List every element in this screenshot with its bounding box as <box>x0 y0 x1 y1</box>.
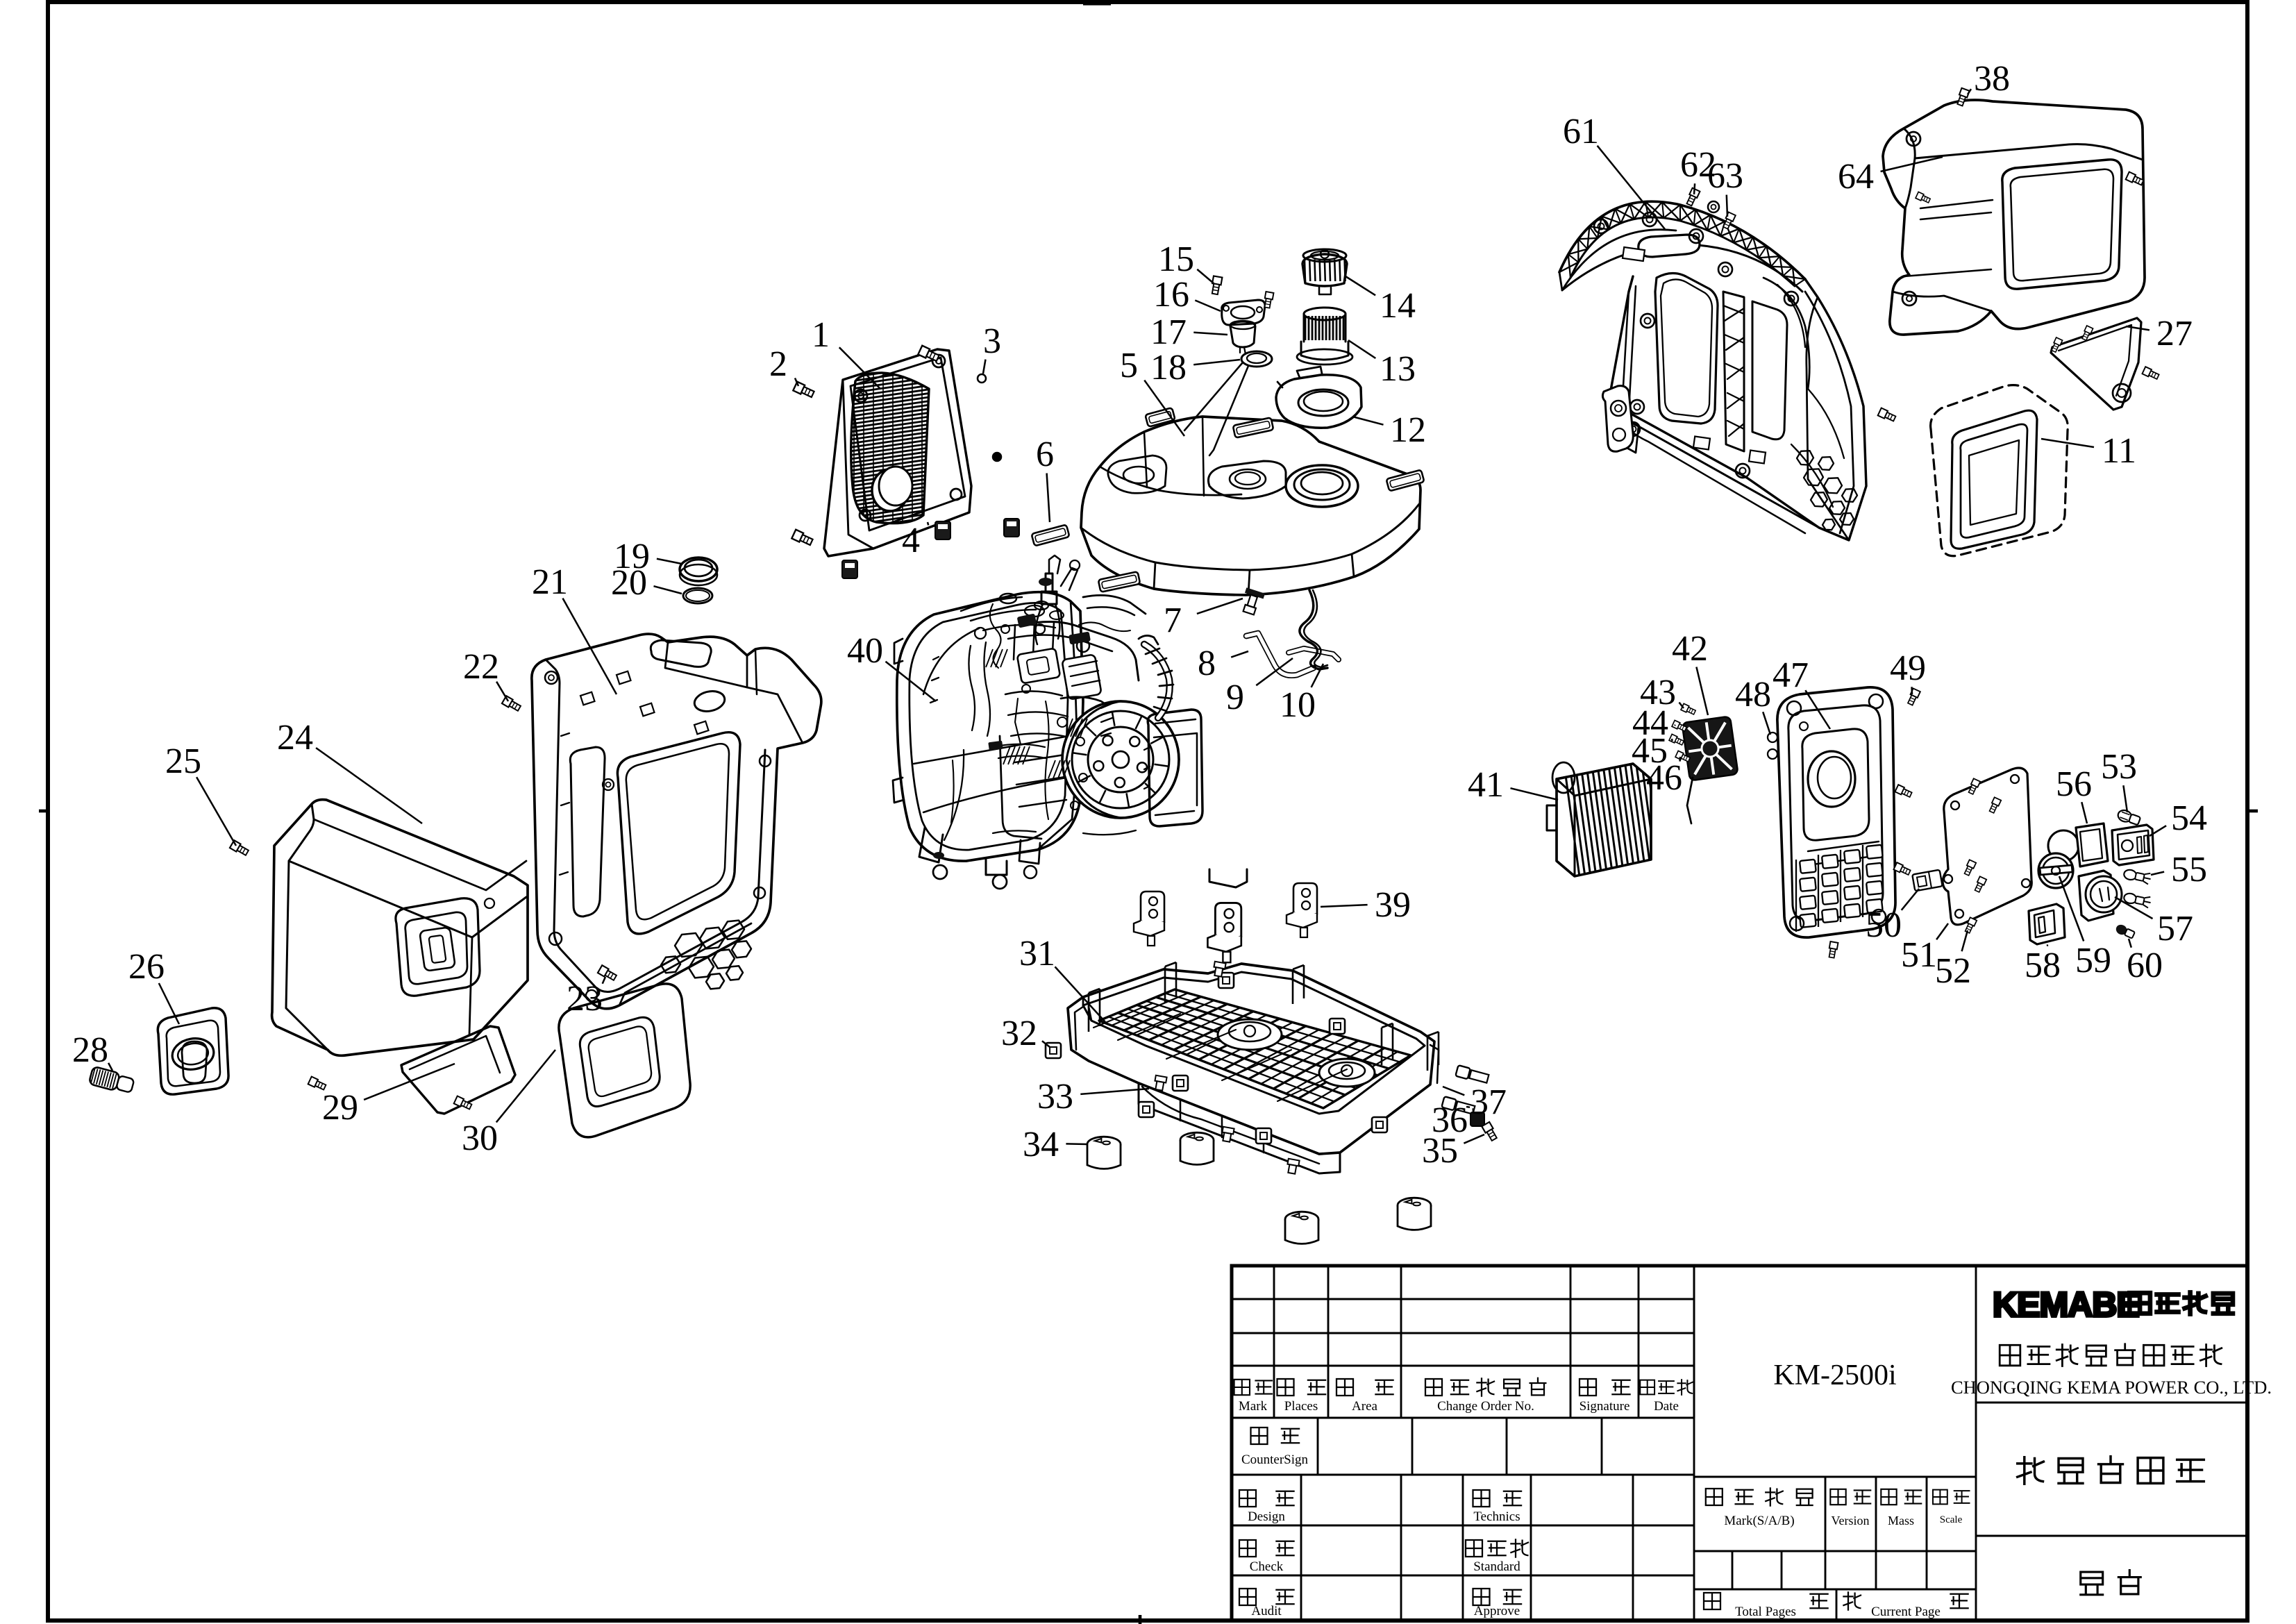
svg-text:64: 64 <box>1838 157 1874 196</box>
svg-text:20: 20 <box>611 563 647 603</box>
svg-text:Area: Area <box>1352 1399 1377 1414</box>
svg-text:13: 13 <box>1380 349 1416 389</box>
svg-text:54: 54 <box>2171 798 2207 838</box>
svg-text:58: 58 <box>2025 946 2061 985</box>
svg-text:30: 30 <box>462 1119 498 1158</box>
svg-text:CounterSign: CounterSign <box>1241 1453 1309 1467</box>
svg-text:51: 51 <box>1901 935 1937 975</box>
svg-text:Mark(S/A/B): Mark(S/A/B) <box>1724 1514 1794 1528</box>
svg-text:Approve: Approve <box>1474 1604 1520 1618</box>
svg-text:Current Page: Current Page <box>1871 1605 1941 1619</box>
svg-text:27: 27 <box>2156 314 2193 353</box>
svg-text:49: 49 <box>1890 648 1926 688</box>
svg-text:17: 17 <box>1150 312 1187 352</box>
svg-text:40: 40 <box>847 631 883 671</box>
svg-text:43: 43 <box>1640 673 1676 712</box>
svg-text:57: 57 <box>2157 909 2193 948</box>
svg-text:Check: Check <box>1250 1559 1284 1574</box>
svg-text:22: 22 <box>463 647 499 687</box>
svg-text:Mark: Mark <box>1239 1399 1268 1414</box>
svg-text:8: 8 <box>1198 644 1216 683</box>
svg-text:53: 53 <box>2101 747 2137 787</box>
svg-text:3: 3 <box>983 321 1001 361</box>
svg-text:1: 1 <box>812 315 830 355</box>
svg-text:61: 61 <box>1563 112 1599 151</box>
svg-text:Mass: Mass <box>1888 1514 1914 1527</box>
svg-text:6: 6 <box>1036 435 1054 474</box>
svg-text:9: 9 <box>1226 678 1244 717</box>
svg-text:11: 11 <box>2102 431 2136 471</box>
svg-text:7: 7 <box>1164 601 1182 640</box>
svg-text:KM-2500i: KM-2500i <box>1773 1359 1896 1391</box>
svg-text:Places: Places <box>1284 1399 1318 1414</box>
svg-text:34: 34 <box>1023 1125 1059 1164</box>
svg-text:29: 29 <box>322 1088 358 1128</box>
svg-text:15: 15 <box>1158 240 1194 279</box>
svg-text:56: 56 <box>2056 764 2092 804</box>
svg-text:25: 25 <box>165 742 201 781</box>
svg-text:28: 28 <box>72 1030 108 1070</box>
svg-text:45: 45 <box>1632 731 1668 771</box>
svg-text:44: 44 <box>1632 703 1668 743</box>
svg-text:52: 52 <box>1935 951 1971 991</box>
svg-text:62: 62 <box>1680 145 1716 185</box>
svg-text:16: 16 <box>1153 275 1189 315</box>
svg-text:Change Order No.: Change Order No. <box>1437 1399 1534 1414</box>
svg-text:Signature: Signature <box>1579 1399 1630 1414</box>
svg-text:KEMABE: KEMABE <box>1993 1285 2139 1324</box>
svg-text:4: 4 <box>902 521 920 560</box>
svg-text:18: 18 <box>1150 348 1187 387</box>
svg-text:35: 35 <box>1422 1131 1458 1171</box>
svg-text:63: 63 <box>1707 156 1743 196</box>
svg-text:23: 23 <box>567 979 603 1019</box>
svg-text:60: 60 <box>2127 946 2163 985</box>
svg-text:12: 12 <box>1390 410 1426 450</box>
svg-text:Design: Design <box>1248 1509 1285 1524</box>
svg-text:Standard: Standard <box>1473 1559 1520 1574</box>
svg-text:39: 39 <box>1375 885 1411 925</box>
svg-text:46: 46 <box>1646 758 1682 798</box>
svg-text:36: 36 <box>1432 1100 1468 1140</box>
svg-text:21: 21 <box>532 562 568 602</box>
svg-text:24: 24 <box>277 718 313 757</box>
svg-text:Technics: Technics <box>1473 1509 1520 1524</box>
svg-text:Total Pages: Total Pages <box>1735 1605 1796 1619</box>
svg-text:33: 33 <box>1037 1077 1073 1116</box>
svg-text:CHONGQING KEMA POWER CO., LTD.: CHONGQING KEMA POWER CO., LTD. <box>1951 1377 2272 1398</box>
svg-text:14: 14 <box>1380 286 1416 326</box>
svg-text:42: 42 <box>1672 629 1708 669</box>
svg-text:10: 10 <box>1280 685 1316 725</box>
svg-text:47: 47 <box>1773 655 1809 695</box>
svg-text:50: 50 <box>1866 905 1902 945</box>
svg-text:19: 19 <box>614 537 650 576</box>
svg-text:2: 2 <box>769 344 787 384</box>
svg-text:26: 26 <box>128 947 165 987</box>
svg-text:32: 32 <box>1001 1014 1037 1053</box>
svg-text:48: 48 <box>1735 675 1771 714</box>
svg-text:Audit: Audit <box>1251 1604 1282 1618</box>
svg-text:31: 31 <box>1019 934 1055 973</box>
svg-text:Scale: Scale <box>1940 1514 1963 1525</box>
svg-text:59: 59 <box>2075 941 2111 980</box>
svg-text:Version: Version <box>1832 1514 1870 1527</box>
svg-text:5: 5 <box>1120 346 1138 385</box>
svg-text:Date: Date <box>1654 1399 1679 1414</box>
svg-text:37: 37 <box>1470 1082 1507 1122</box>
svg-text:38: 38 <box>1974 59 2010 99</box>
svg-text:55: 55 <box>2171 850 2207 889</box>
svg-text:41: 41 <box>1468 765 1504 805</box>
